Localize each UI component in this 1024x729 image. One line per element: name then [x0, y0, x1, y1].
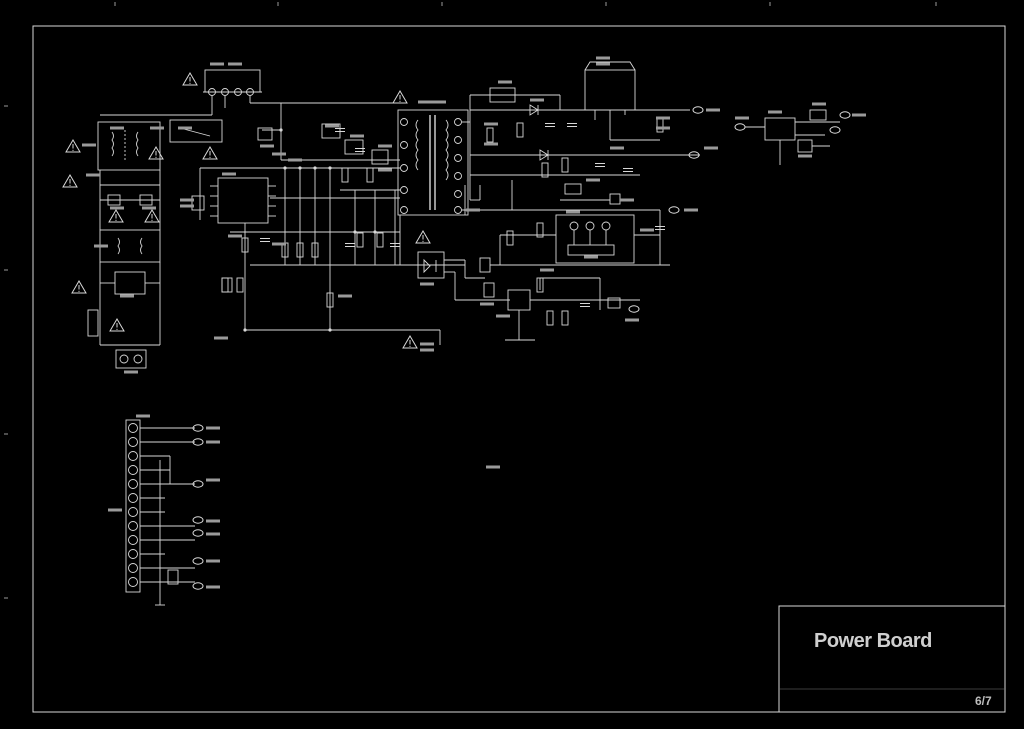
output-connector-pins — [192, 424, 204, 590]
title-block — [778, 605, 1005, 712]
connector-pin-icon — [192, 557, 204, 565]
connector-pin-icon — [192, 529, 204, 537]
aux-regulator — [745, 109, 840, 165]
standby-labels — [566, 210, 654, 259]
connector-pin-icon — [192, 582, 204, 590]
feedback-labels — [420, 268, 639, 322]
connector-pin-icon — [829, 126, 841, 134]
controller-labels — [180, 124, 434, 352]
connector-pin-icon — [692, 106, 704, 114]
transformer-labels — [418, 100, 446, 104]
connector-pin-icon — [839, 111, 851, 119]
connector-pin-icon — [628, 305, 640, 313]
sheet-border — [32, 25, 1006, 713]
output-connector-block — [125, 419, 195, 606]
standby-regulator — [490, 210, 670, 266]
secondary-outputs — [462, 61, 700, 211]
main-transformer — [397, 109, 469, 266]
connector-pin-icon — [192, 516, 204, 524]
mains-input-section — [87, 69, 400, 369]
secondary-labels — [466, 56, 720, 212]
page-number: 6/7 — [975, 694, 992, 708]
aux-labels — [735, 102, 866, 158]
aux-pins — [734, 111, 851, 134]
optocoupler-feedback — [417, 251, 640, 341]
output-connector-pins — [668, 106, 704, 214]
board-title: Power Board — [814, 630, 932, 652]
connector-pin-icon — [734, 123, 746, 131]
output-connector-labels — [108, 414, 500, 589]
ruler-ticks — [4, 2, 937, 599]
nodes — [243, 128, 377, 332]
connector-pin-icon — [668, 206, 680, 214]
